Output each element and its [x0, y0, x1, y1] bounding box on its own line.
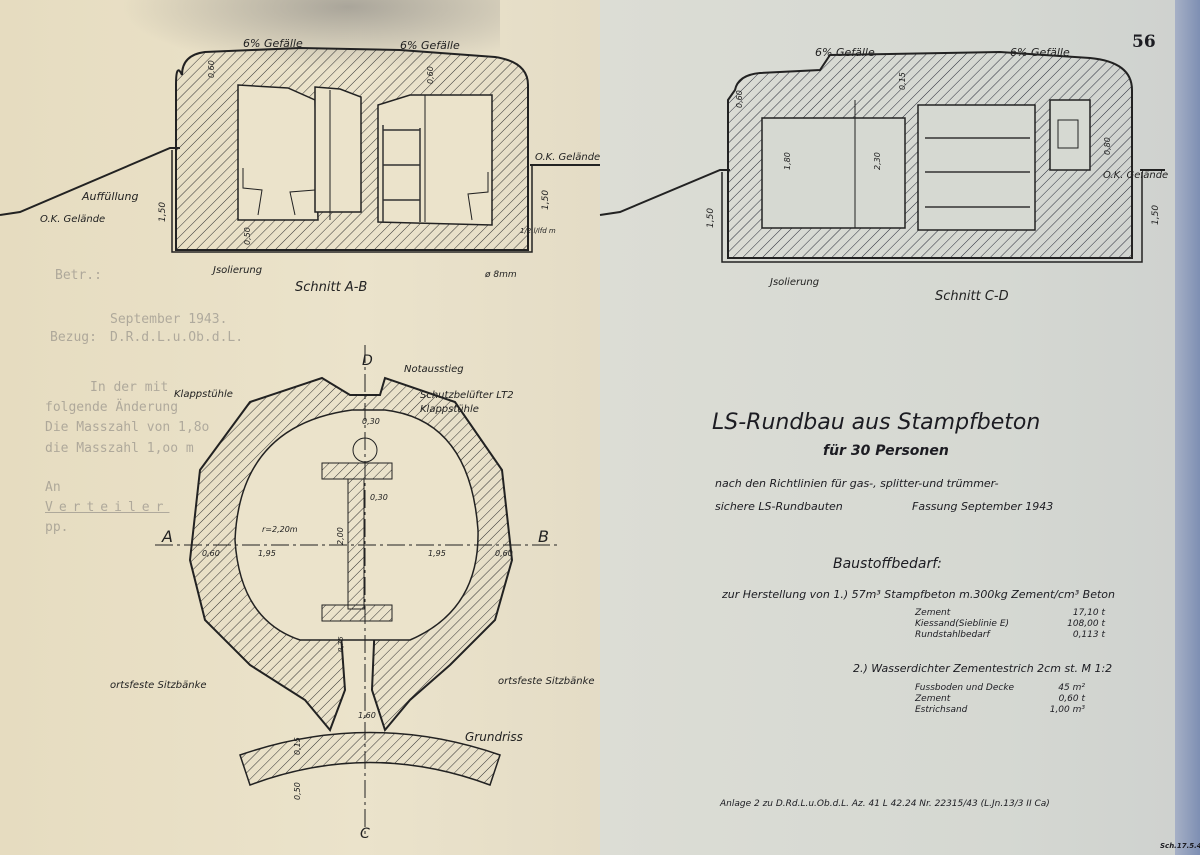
typewriter-line: Die Masszahl von 1,8o — [45, 420, 210, 435]
material-row: Rundstahlbedarf 0,113 t — [915, 630, 1105, 641]
dimension: 2,30 — [873, 152, 882, 170]
section-mark-d: D — [362, 353, 373, 369]
ladder — [382, 125, 421, 222]
drawing-subtitle: für 30 Personen — [823, 443, 949, 459]
dimension: 1/2 l/lfd m — [520, 227, 556, 235]
material-name: Fussboden und Decke — [915, 683, 1015, 693]
typewriter-line: folgende Änderung — [45, 400, 179, 415]
drawing-title: LS-Rundbau aus Stampfbeton — [712, 410, 1041, 435]
dimension: 0,15 — [293, 737, 302, 755]
dimension: 1,80 — [783, 152, 792, 170]
material-amount: 108,00 t — [1067, 619, 1105, 629]
material-amount: 0,60 t — [1058, 694, 1085, 704]
typewriter-line: In der mit — [90, 380, 169, 395]
section-a-b: 6% Gefälle 6% Gefälle O.K. Gelände O.K. … — [0, 37, 600, 295]
dimension: 1,50 — [706, 208, 716, 228]
dimension: 0,60 — [426, 66, 435, 84]
dimension: 1,50 — [1151, 205, 1161, 225]
ground-label: O.K. Gelände — [1103, 170, 1168, 181]
insulation-label: Jsolierung — [211, 265, 262, 276]
ventilator-icon — [1057, 119, 1079, 149]
dimension: 0,60 — [202, 549, 220, 558]
material-name: Zement — [915, 608, 951, 618]
section-mark-c: C — [360, 826, 370, 842]
typewriter-line: An — [45, 480, 61, 495]
chairs-label: Klappstühle — [420, 404, 479, 415]
dimension: 1,60 — [358, 711, 376, 720]
radius-label: r=2,20m — [262, 525, 298, 534]
dimension: 0,75 — [337, 636, 345, 652]
dimension: 1,50 — [158, 202, 168, 222]
ventilator-label: Schutzbelüfter LT2 — [420, 390, 514, 401]
typewriter-line: D.R.d.L.u.Ob.d.L. — [110, 330, 244, 345]
typewriter-line: die Masszahl 1,oo m — [45, 441, 194, 456]
fill-label: Auffüllung — [81, 190, 138, 203]
chairs-label: Klappstühle — [174, 389, 233, 400]
material-row: Zement 17,10 t — [915, 608, 1105, 619]
dimension: 0,50 — [293, 782, 302, 800]
description-line: sichere LS-Rundbauten — [715, 500, 843, 513]
section-c-d: 6% Gefälle 6% Gefälle O.K. Gelände 0,60 … — [599, 46, 1168, 304]
floor-plan: A B C D Notausstieg Schutzbelüfter LT2 K… — [110, 345, 595, 842]
material-item-1: zur Herstellung von 1.) 57m³ Stampfbeton… — [722, 588, 1115, 601]
dimension: 0,15 — [898, 72, 907, 90]
material-row: Estrichsand 1,00 m³ — [915, 705, 1085, 716]
page-number: 56 — [1132, 32, 1156, 52]
material-amount: 1,00 m³ — [1049, 705, 1085, 715]
plan-title: Grundriss — [465, 730, 523, 744]
dimension: 2,00 — [336, 527, 345, 545]
typewriter-line: Bezug: — [50, 330, 97, 345]
dimension: 1,95 — [258, 549, 276, 558]
material-amount: 17,10 t — [1072, 608, 1105, 618]
dimension: 1,95 — [428, 549, 446, 558]
dimension: 1,50 — [541, 190, 551, 210]
slope-label: 6% Gefälle — [1010, 46, 1070, 59]
ground-label: O.K. Gelände — [40, 214, 105, 225]
dimension: 0,80 — [1103, 137, 1112, 155]
typewriter-line: September 1943. — [110, 312, 228, 327]
typewriter-line: pp. — [45, 520, 69, 535]
dimension: 0,30 — [370, 493, 388, 502]
material-row: Kiessand(Sieblinie E) 108,00 t — [915, 619, 1105, 630]
material-amount: 0,113 t — [1072, 630, 1105, 640]
dimension: 0,60 — [735, 90, 744, 108]
version-label: Fassung September 1943 — [912, 500, 1054, 513]
dimension: 0,50 — [243, 227, 252, 245]
background-edge — [1175, 0, 1200, 855]
material-row: Zement 0,60 t — [915, 694, 1085, 705]
material-name: Zement — [915, 694, 951, 704]
dimension: 0,60 — [495, 549, 513, 558]
slope-label: 6% Gefälle — [815, 46, 875, 59]
description-line: nach den Richtlinien für gas-, splitter-… — [715, 477, 999, 490]
exit-label: Notausstieg — [404, 364, 464, 375]
ground-label: O.K. Gelände — [535, 152, 600, 163]
slope-label: 6% Gefälle — [243, 37, 303, 50]
section-title: Schnitt C-D — [935, 289, 1009, 304]
material-item-2: 2.) Wasserdichter Zementestrich 2cm st. … — [853, 662, 1113, 675]
dimension: 0,60 — [207, 60, 216, 78]
material-row: Fussboden und Decke 45 m² — [915, 683, 1085, 694]
material-table-2: Fussboden und Decke 45 m² Zement 0,60 t Es… — [915, 683, 1085, 716]
rebar-label: ø 8mm — [484, 270, 517, 280]
typewriter-line: Verteiler — [45, 500, 170, 515]
material-amount: 45 m² — [1058, 683, 1085, 693]
typewriter-line: Betr.: — [55, 268, 102, 283]
annex-reference: Anlage 2 zu D.Rd.L.u.Ob.d.L. Az. 41 L 42… — [720, 799, 1050, 809]
dimension: 0,30 — [362, 417, 380, 426]
material-name: Rundstahlbedarf — [915, 630, 990, 640]
benches-label: ortsfeste Sitzbänke — [110, 680, 207, 691]
insulation-label: Jsolierung — [768, 277, 819, 288]
material-table-1: Zement 17,10 t Kiessand(Sieblinie E) 108,0… — [915, 608, 1105, 641]
section-mark-a: A — [161, 527, 173, 546]
stamp: Sch.17.5.43 — [1160, 842, 1200, 850]
material-name: Kiessand(Sieblinie E) — [915, 619, 1010, 629]
section-title: Schnitt A-B — [295, 280, 367, 295]
benches-label: ortsfeste Sitzbänke — [498, 676, 595, 687]
material-name: Estrichsand — [915, 705, 968, 715]
section-mark-b: B — [538, 527, 549, 546]
slope-label: 6% Gefälle — [400, 39, 460, 52]
materials-heading: Baustoffbedarf: — [833, 556, 942, 572]
